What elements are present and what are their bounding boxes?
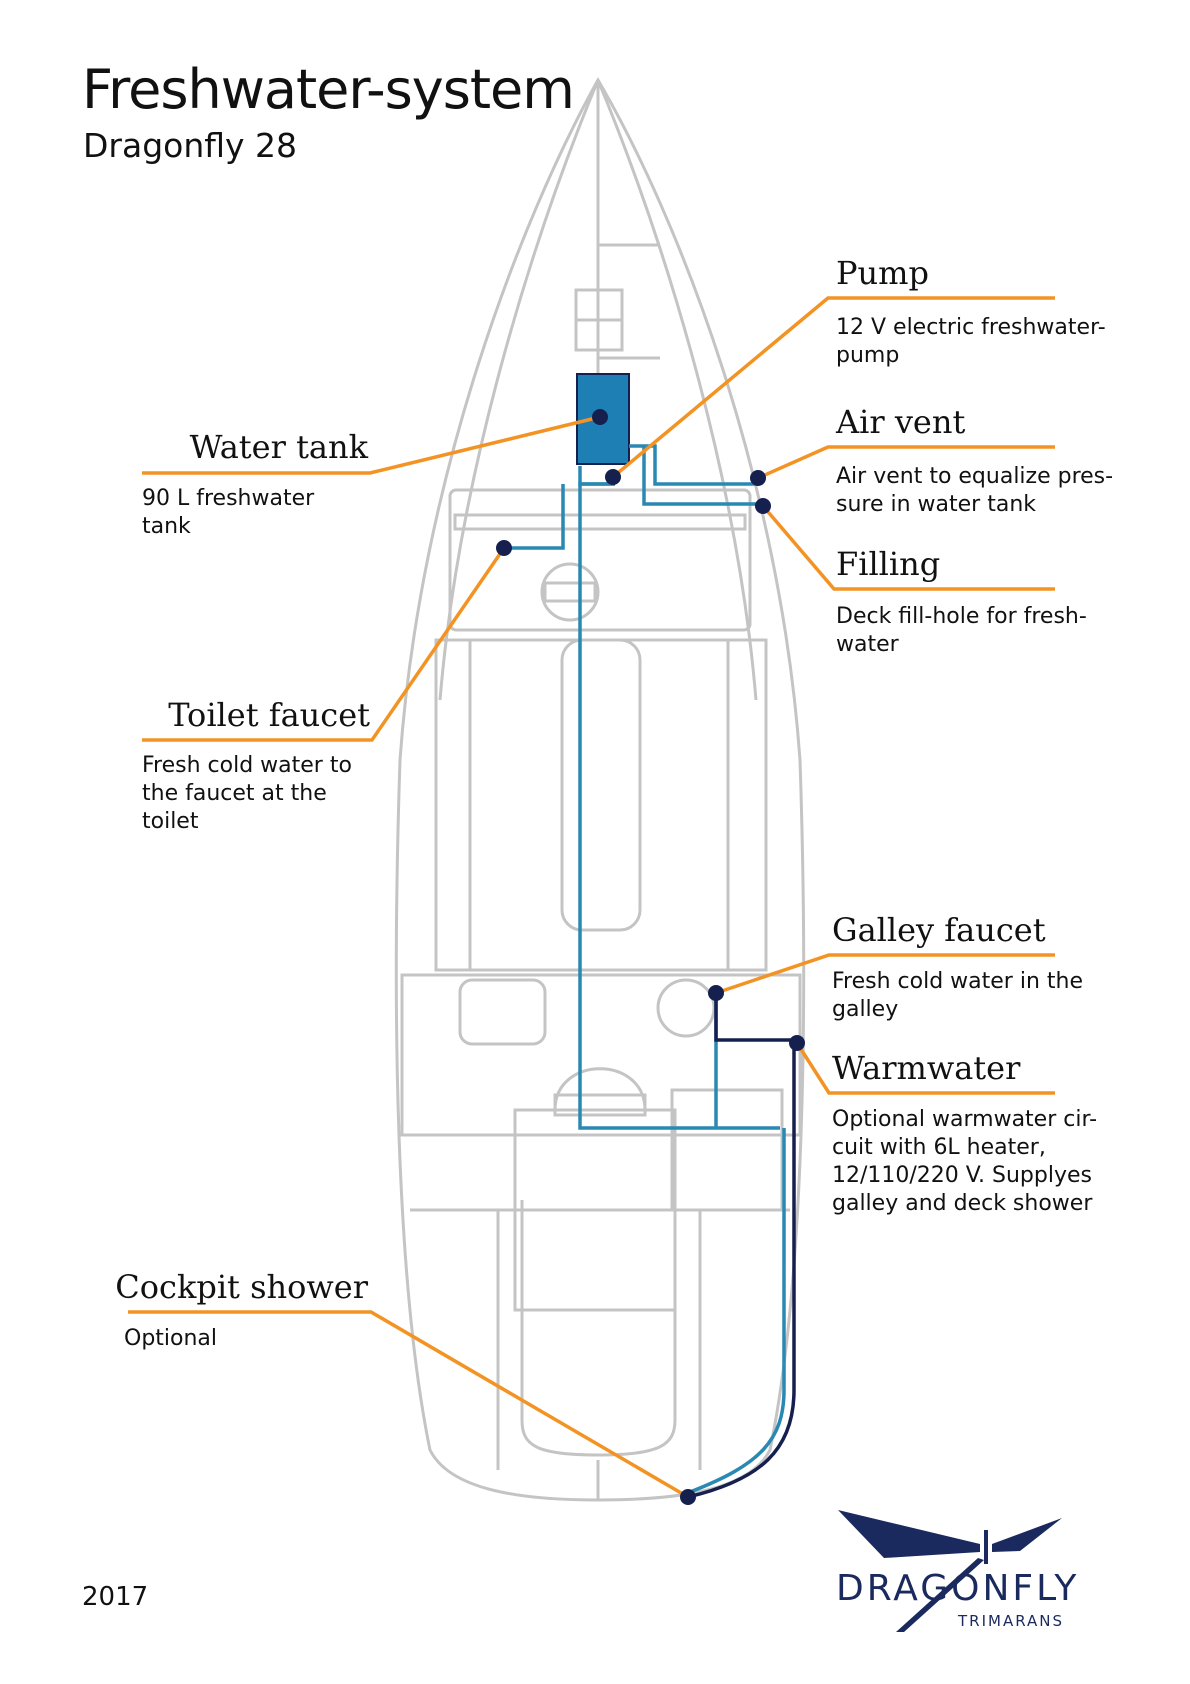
cockpit-shower-label: Cockpit shower bbox=[115, 1268, 368, 1306]
tank-point bbox=[592, 409, 608, 425]
galley-faucet-label: Galley faucet bbox=[832, 911, 1046, 949]
filling-point bbox=[755, 498, 771, 514]
warmwater-point bbox=[789, 1035, 805, 1051]
page-subtitle: Dragonfly 28 bbox=[83, 126, 298, 165]
brand-name: DRAGONFLY bbox=[836, 1568, 1080, 1609]
warm-water-pipes bbox=[687, 993, 796, 1499]
warmwater-desc: Optional warmwater cir- cuit with 6L hea… bbox=[832, 1107, 1098, 1216]
boat-hull bbox=[394, 76, 806, 1502]
cockpit-shower-point bbox=[680, 1489, 696, 1505]
page-title: Freshwater-system bbox=[82, 58, 575, 121]
pump-label: Pump bbox=[836, 254, 929, 292]
pump-desc: 12 V electric freshwater- pump bbox=[836, 315, 1106, 368]
galley-faucet-point bbox=[708, 985, 724, 1001]
cockpit-shower-desc: Optional bbox=[124, 1326, 218, 1351]
callout-lines bbox=[128, 296, 1055, 1499]
pump-point bbox=[605, 469, 621, 485]
toilet-faucet-point bbox=[496, 540, 512, 556]
air-vent-point bbox=[750, 470, 766, 486]
filling-label: Filling bbox=[836, 545, 941, 583]
water-tank-desc: 90 L freshwater tank bbox=[142, 486, 315, 539]
air-vent-label: Air vent bbox=[836, 403, 966, 441]
galley-faucet-desc: Fresh cold water in the galley bbox=[832, 969, 1084, 1022]
warmwater-label: Warmwater bbox=[832, 1049, 1021, 1087]
year-label: 2017 bbox=[82, 1582, 149, 1612]
air-vent-desc: Air vent to equalize pres- sure in water… bbox=[836, 464, 1114, 517]
connection-points bbox=[496, 409, 805, 1505]
water-tank-label: Water tank bbox=[189, 428, 368, 466]
filling-desc: Deck fill-hole for fresh- water bbox=[836, 604, 1087, 657]
toilet-faucet-label: Toilet faucet bbox=[168, 696, 370, 734]
toilet-faucet-desc: Fresh cold water to the faucet at the to… bbox=[142, 753, 352, 834]
dragonfly-logo-icon bbox=[838, 1510, 1062, 1632]
brand-subtitle: TRIMARANS bbox=[958, 1612, 1065, 1630]
